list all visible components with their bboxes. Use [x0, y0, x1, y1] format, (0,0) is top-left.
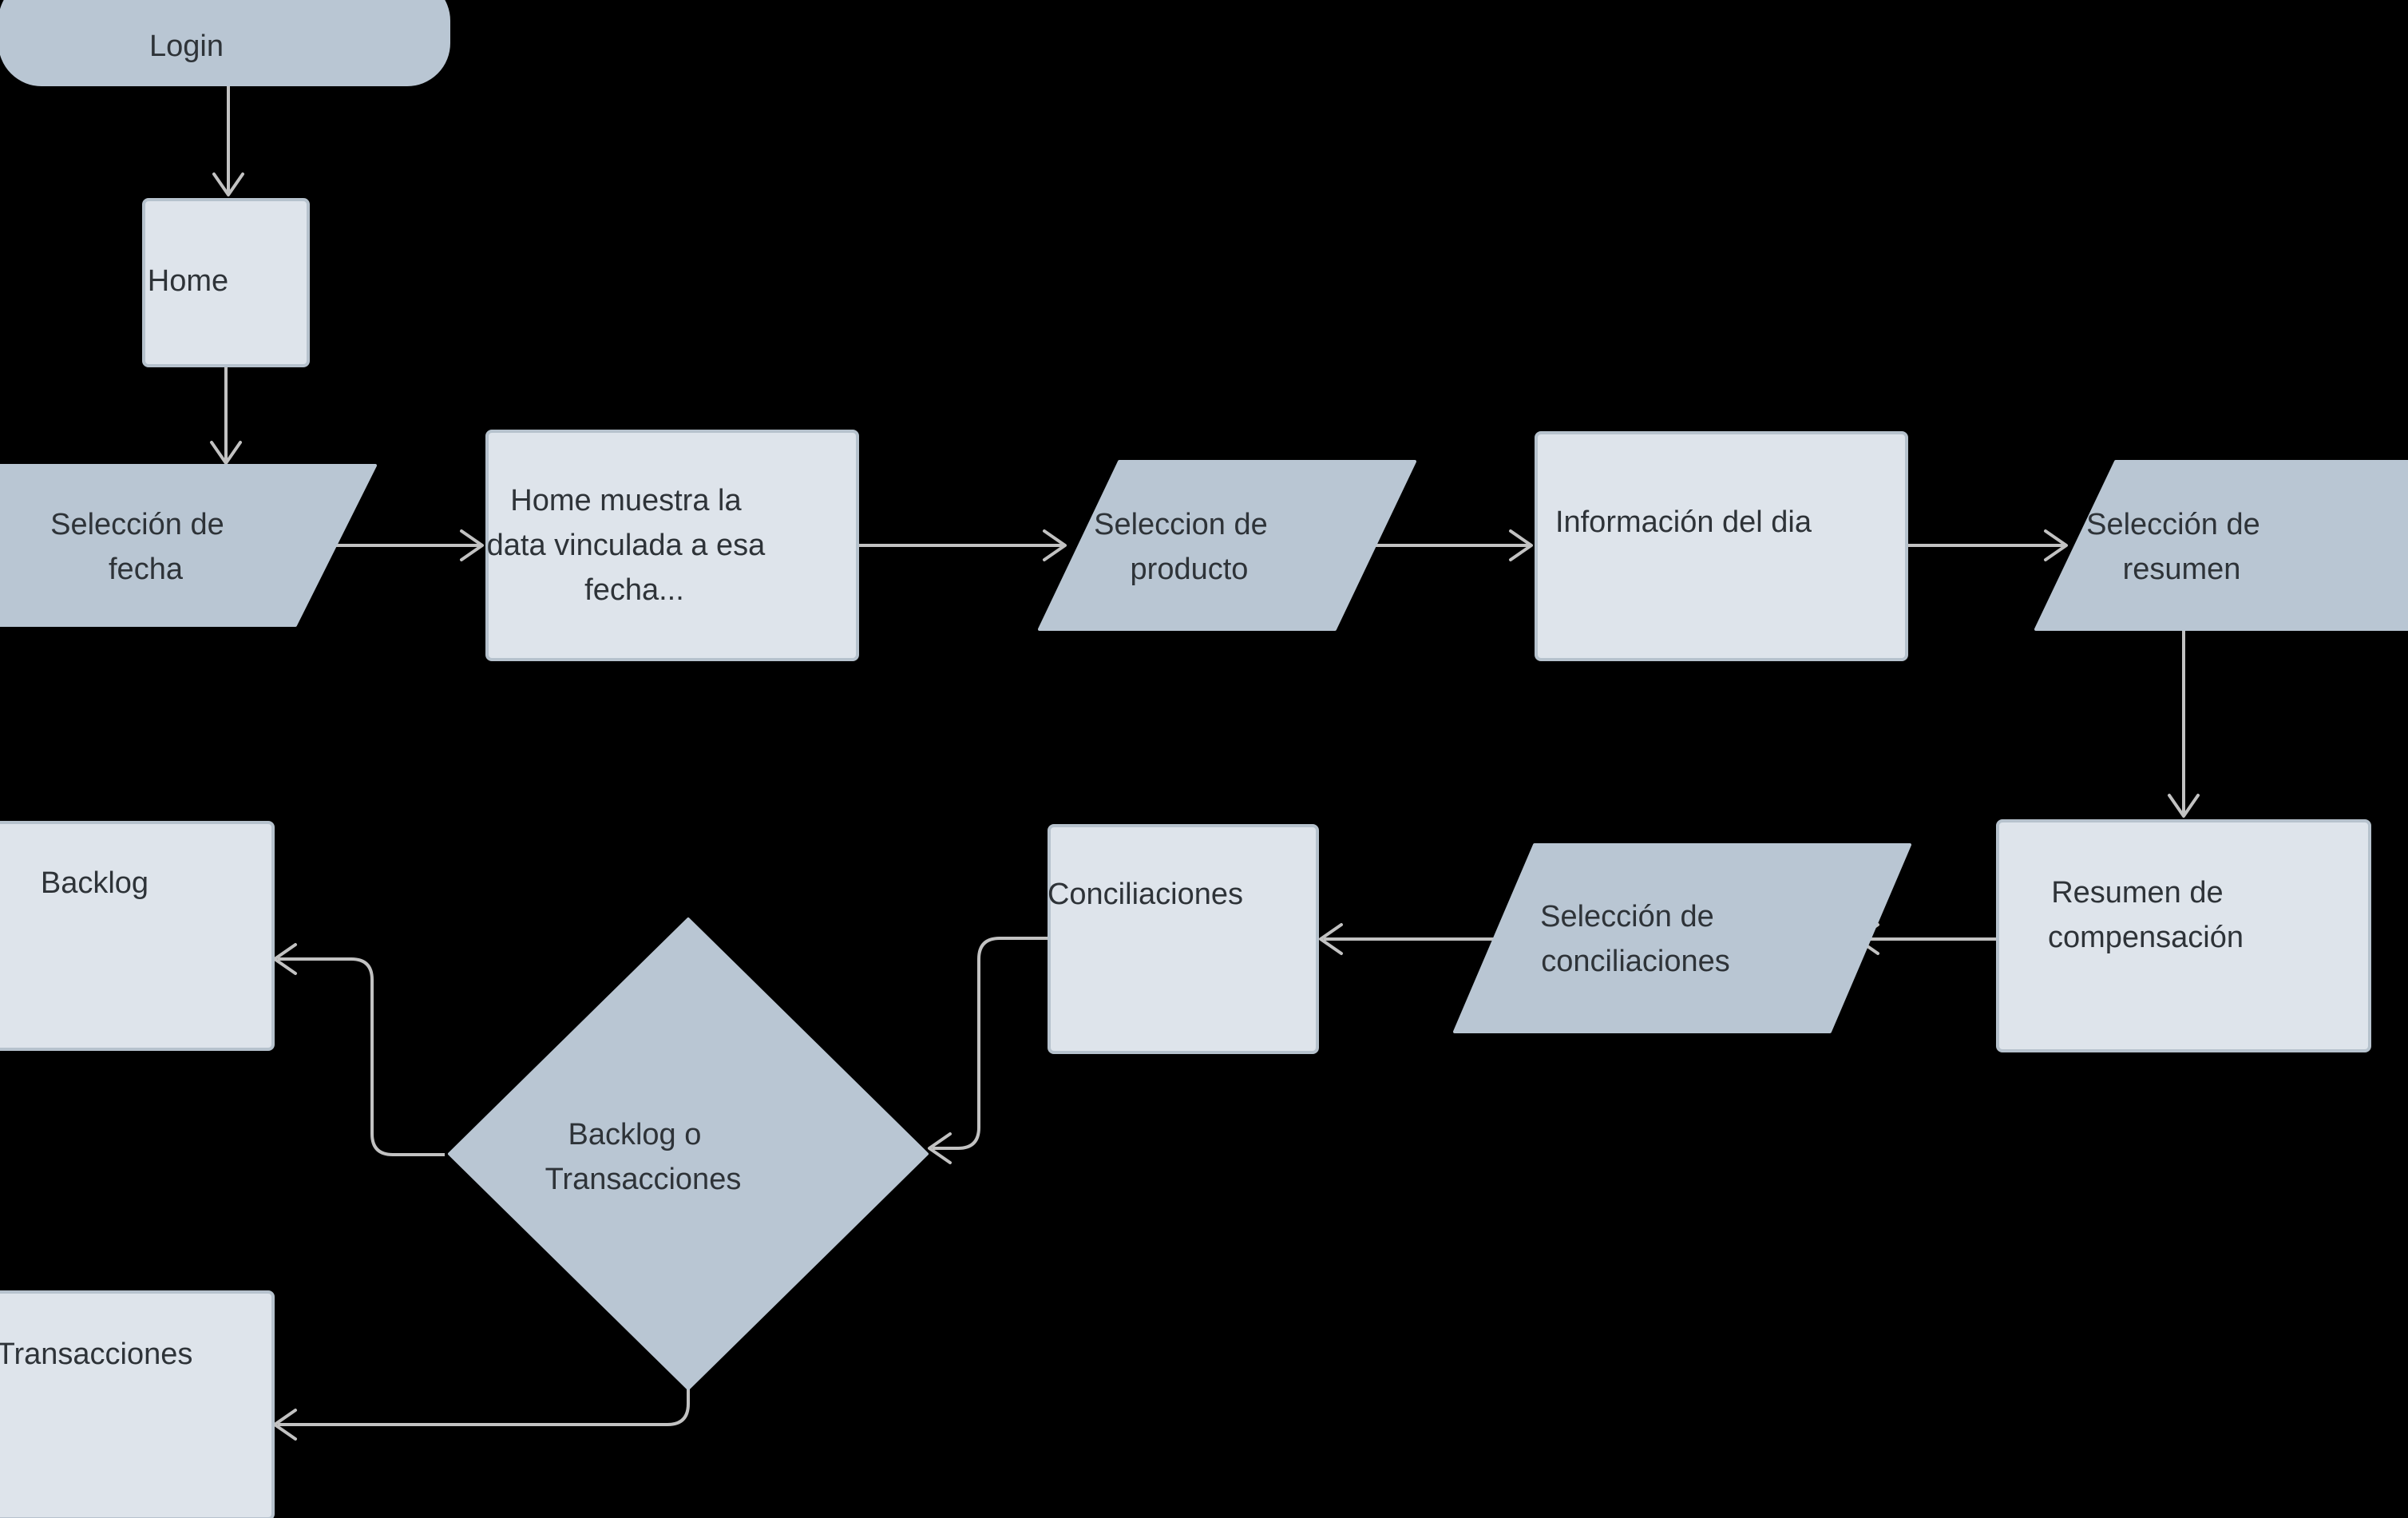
- edge-conciliaciones-decision: [928, 937, 1048, 1164]
- node-seleccion-fecha[interactable]: Selección de fecha: [0, 464, 377, 627]
- backlog-shape[interactable]: [0, 821, 275, 1051]
- login-label: Login: [149, 30, 299, 63]
- node-transacciones[interactable]: Transacciones: [0, 1290, 275, 1518]
- node-backlog-o-transacciones[interactable]: Backlog o Transacciones: [448, 918, 929, 1390]
- node-seleccion-producto[interactable]: Seleccion de producto: [1038, 460, 1416, 631]
- edge-resumen-compensacion: [2168, 629, 2200, 818]
- informacion-dia-shape[interactable]: [1535, 431, 1908, 661]
- edge-fecha-muestra: [335, 529, 484, 561]
- edge-info-resumen: [1908, 529, 2068, 561]
- transacciones-shape[interactable]: [0, 1290, 275, 1518]
- backlog-label: Backlog: [41, 866, 224, 900]
- edge-decision-transacciones: [273, 1389, 690, 1441]
- seleccion-fecha-label: Selección de fecha: [50, 508, 317, 586]
- seleccion-producto-label: Seleccion de producto: [1094, 508, 1360, 586]
- node-informacion-dia[interactable]: Información del dia: [1535, 431, 1908, 661]
- edge-muestra-producto: [859, 529, 1067, 561]
- node-backlog[interactable]: Backlog: [0, 821, 275, 1051]
- conciliaciones-label: Conciliaciones: [1048, 878, 1319, 911]
- node-seleccion-resumen[interactable]: Selección de resumen: [2034, 460, 2408, 631]
- seleccion-conciliaciones-label: Selección de conciliaciones: [1540, 900, 1807, 978]
- node-login[interactable]: Login: [0, 0, 450, 86]
- edge-producto-info: [1375, 529, 1533, 561]
- node-home[interactable]: Home: [142, 198, 310, 367]
- seleccion-resumen-label: Selección de resumen: [2086, 508, 2353, 586]
- informacion-dia-label: Información del dia: [1555, 505, 1887, 539]
- home-muestra-label: Home muestra la data vinculada a esa fec…: [487, 484, 858, 607]
- node-resumen-compensacion[interactable]: Resumen de compensación: [1996, 819, 2371, 1052]
- home-label: Home: [148, 264, 304, 298]
- seleccion-producto-shape[interactable]: [1038, 460, 1416, 631]
- transacciones-label: Transacciones: [0, 1338, 268, 1371]
- edge-compensacion-selconc: [1856, 923, 1996, 955]
- node-seleccion-conciliaciones[interactable]: Selección de conciliaciones: [1453, 843, 1911, 1033]
- login-shape[interactable]: [0, 0, 450, 86]
- edge-decision-backlog: [273, 943, 445, 1156]
- seleccion-resumen-shape[interactable]: [2034, 460, 2408, 631]
- resumen-compensacion-label: Resumen de compensación: [2048, 876, 2319, 954]
- home-muestra-shape[interactable]: [485, 430, 859, 661]
- home-shape[interactable]: [142, 198, 310, 367]
- decision-shape[interactable]: [448, 918, 929, 1390]
- edge-login-home: [212, 85, 244, 196]
- decision-label: Backlog o Transacciones: [545, 1118, 818, 1196]
- conciliaciones-shape[interactable]: [1048, 824, 1319, 1054]
- seleccion-conciliaciones-shape[interactable]: [1453, 843, 1911, 1033]
- node-conciliaciones[interactable]: Conciliaciones: [1048, 824, 1319, 1054]
- node-home-muestra[interactable]: Home muestra la data vinculada a esa fec…: [485, 430, 859, 661]
- edge-home-fecha: [210, 367, 242, 465]
- edge-layer: [210, 85, 2200, 1441]
- resumen-compensacion-shape[interactable]: [1996, 819, 2371, 1052]
- seleccion-fecha-shape[interactable]: [0, 464, 377, 627]
